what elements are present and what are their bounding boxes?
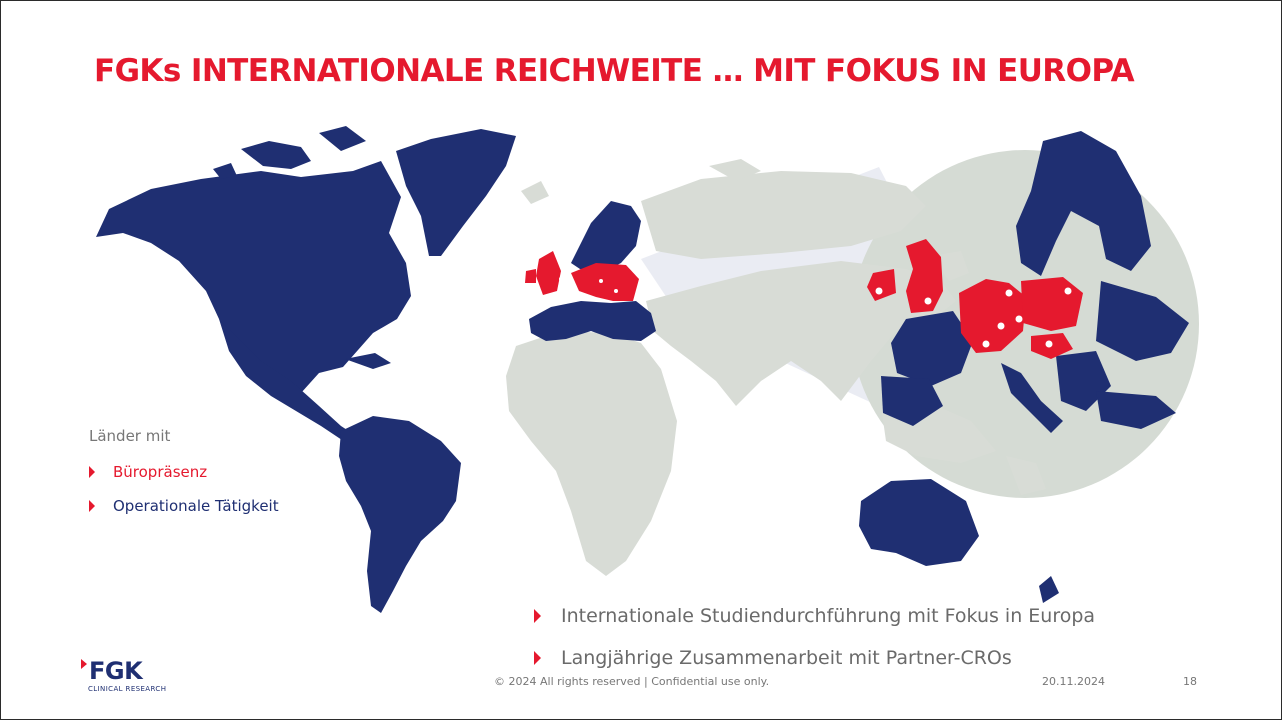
legend-item-office: Büropräsenz <box>89 463 279 481</box>
bullet-item: Langjährige Zusammenarbeit mit Partner-C… <box>534 647 1095 669</box>
legend-intro: Länder mit <box>89 427 171 445</box>
bullet-triangle-icon <box>89 466 95 478</box>
bullet-text: Langjährige Zusammenarbeit mit Partner-C… <box>561 647 1012 669</box>
legend-item-operational: Operationale Tätigkeit <box>89 497 279 515</box>
bullet-list: Internationale Studiendurchführung mit F… <box>534 605 1095 689</box>
office-countries <box>525 239 1083 359</box>
location-pin-icons <box>559 277 1072 348</box>
bullet-item: Internationale Studiendurchführung mit F… <box>534 605 1095 627</box>
logo-word: FGK <box>89 657 143 685</box>
bullet-triangle-icon <box>89 500 95 512</box>
map-legend: Länder mit Büropräsenz Operationale Täti… <box>89 427 279 531</box>
logo-triangle-icon <box>81 659 87 669</box>
bullet-text: Internationale Studiendurchführung mit F… <box>561 605 1096 627</box>
logo-subtitle: CLINICAL RESEARCH <box>88 685 167 693</box>
logo-mark: FGK <box>81 659 166 683</box>
bullet-triangle-icon <box>534 609 541 623</box>
company-logo: FGK CLINICAL RESEARCH <box>81 659 166 693</box>
page-number: 18 <box>1183 675 1197 688</box>
bullet-triangle-icon <box>534 651 541 665</box>
operational-countries <box>96 126 1189 613</box>
legend-label-operational: Operationale Tätigkeit <box>113 497 279 515</box>
page-title: FGKs INTERNATIONALE REICHWEITE … MIT FOK… <box>94 53 1135 89</box>
footer-date: 20.11.2024 <box>1042 675 1105 688</box>
legend-label-office: Büropräsenz <box>113 463 208 481</box>
footer-copyright: © 2024 All rights reserved | Confidentia… <box>494 675 770 688</box>
other-countries <box>506 159 1046 576</box>
